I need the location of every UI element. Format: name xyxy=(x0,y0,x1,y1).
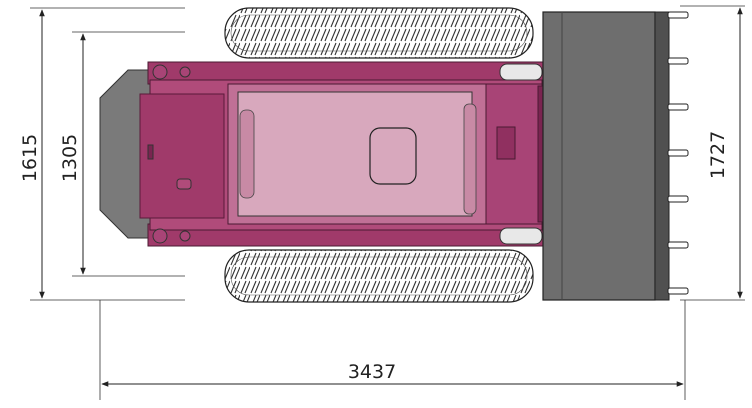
dimension-lines xyxy=(39,7,743,387)
fuel-cap xyxy=(176,178,192,190)
lower-track xyxy=(224,249,534,303)
dim-label-overall-length: 3437 xyxy=(348,361,396,383)
rear-cover-details xyxy=(147,144,192,190)
pivot-mid-lower xyxy=(179,230,191,242)
right-handrail xyxy=(463,103,477,215)
dim-label-bucket-width: 1727 xyxy=(707,131,729,179)
valve-block xyxy=(496,126,516,160)
bucket-teeth xyxy=(667,11,689,295)
pivot-rear-upper xyxy=(152,64,168,80)
bucket-tooth xyxy=(667,287,689,295)
left-handrail xyxy=(239,109,255,199)
pivot-rear-lower xyxy=(152,228,168,244)
upper-track xyxy=(224,7,534,59)
bucket-tooth xyxy=(667,195,689,203)
lower-track-inner xyxy=(230,256,528,296)
bucket-tooth xyxy=(667,241,689,249)
lift-cylinder-upper xyxy=(499,63,543,81)
bucket-tooth xyxy=(667,103,689,111)
rear-engine-cover xyxy=(139,93,225,219)
lift-arm-pivots xyxy=(152,63,543,245)
upper-track-inner xyxy=(230,14,528,52)
bucket-tooth xyxy=(667,149,689,157)
bucket-tooth xyxy=(667,57,689,65)
bucket xyxy=(542,11,670,301)
extension-lines xyxy=(30,5,745,400)
bucket-lip xyxy=(654,11,670,301)
lift-cylinder-lower xyxy=(499,227,543,245)
pivot-mid-upper xyxy=(179,66,191,78)
tracks xyxy=(224,7,534,303)
latch xyxy=(147,144,154,160)
roof-hatch xyxy=(369,127,417,185)
cab-roof xyxy=(237,91,473,217)
bucket-tooth xyxy=(667,11,689,19)
dim-label-overall-width: 1615 xyxy=(19,134,41,182)
bucket-body xyxy=(542,11,656,301)
dim-label-track-width: 1305 xyxy=(59,134,81,182)
cab xyxy=(227,83,487,225)
